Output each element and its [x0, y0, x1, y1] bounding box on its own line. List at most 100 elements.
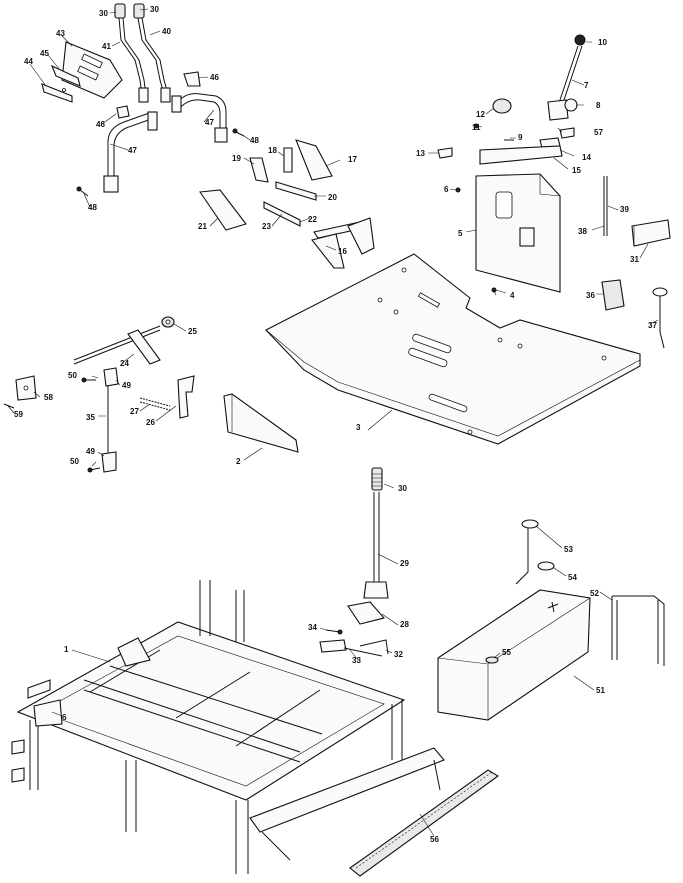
- arm-24: [127, 329, 161, 365]
- callout-47: 47: [128, 146, 137, 155]
- cap-55: [485, 656, 499, 664]
- callout-21: 21: [198, 222, 207, 231]
- callout-46: 46: [210, 73, 219, 82]
- callout-26: 26: [146, 418, 155, 427]
- pedal-pad-30-left: [114, 3, 126, 19]
- pad-36: [601, 279, 625, 311]
- callout-14: 14: [582, 153, 591, 162]
- callout-49: 49: [86, 447, 95, 456]
- clip-57: [559, 127, 575, 139]
- clip-13: [437, 147, 453, 159]
- callout-4: 4: [510, 291, 515, 300]
- pipe-47-right: [177, 93, 227, 130]
- bracket-46-top: [183, 71, 201, 87]
- callout-57: 57: [594, 128, 603, 137]
- callout-45: 45: [40, 49, 49, 58]
- callout-labels: 30 30 40 41 43 45 44 46 46 47 47 48 48 1…: [14, 5, 657, 844]
- nut-6: [455, 187, 461, 193]
- callout-12: 12: [476, 110, 485, 119]
- pedal-rod-40: [137, 17, 165, 95]
- knob-10: [574, 34, 586, 46]
- bolt-59: [3, 403, 15, 409]
- callout-36: 36: [586, 291, 595, 300]
- fuel-tank-group: [437, 519, 665, 721]
- strap-52: [612, 595, 665, 666]
- callout-16: 16: [338, 247, 347, 256]
- pedal-26: [177, 375, 195, 419]
- callout-55: 55: [502, 648, 511, 657]
- callout-7: 7: [584, 81, 589, 90]
- pedal-pad-30-right: [133, 3, 145, 19]
- callout-18: 18: [268, 146, 277, 155]
- callout-6: 6: [444, 185, 449, 194]
- cover-15: [479, 145, 563, 165]
- floor-plate-3: [265, 253, 641, 445]
- console-group: [437, 34, 671, 349]
- grip-30: [371, 467, 383, 491]
- support-bracket-2: [223, 393, 299, 453]
- bolt-48-right: [235, 131, 245, 137]
- strap-20: [275, 181, 317, 201]
- callout-29: 29: [400, 559, 409, 568]
- callout-23: 23: [262, 222, 271, 231]
- callout-48: 48: [250, 136, 259, 145]
- callout-30: 30: [99, 9, 108, 18]
- callout-33: 33: [352, 656, 361, 665]
- callout-32: 32: [394, 650, 403, 659]
- pedal-linkage-group: [41, 3, 245, 197]
- callout-6: 6: [62, 713, 67, 722]
- callout-38: 38: [578, 227, 587, 236]
- guard-21: [199, 189, 247, 231]
- pedal-rod-41: [118, 17, 143, 97]
- callout-19: 19: [232, 154, 241, 163]
- leader-lines: [7, 8, 659, 837]
- callout-56: 56: [430, 835, 439, 844]
- callout-3: 3: [356, 423, 361, 432]
- callout-53: 53: [564, 545, 573, 554]
- callout-48: 48: [88, 203, 97, 212]
- shift-rod-group: [319, 467, 389, 657]
- callout-11: 11: [472, 123, 481, 132]
- callout-47: 47: [205, 118, 214, 127]
- bracket-46-left: [116, 105, 130, 119]
- callout-50: 50: [70, 457, 79, 466]
- callout-9: 9: [518, 133, 523, 142]
- callout-52: 52: [590, 589, 599, 598]
- callout-51: 51: [596, 686, 605, 695]
- callout-15: 15: [572, 166, 581, 175]
- lever-33: [319, 639, 347, 653]
- callout-41: 41: [102, 42, 111, 51]
- callout-28: 28: [400, 620, 409, 629]
- callout-20: 20: [328, 193, 337, 202]
- strap-18: [283, 147, 293, 173]
- boot-12: [492, 98, 512, 114]
- callout-40: 40: [162, 27, 171, 36]
- callout-27: 27: [130, 407, 139, 416]
- callout-30: 30: [398, 484, 407, 493]
- frame-1: [11, 580, 445, 874]
- callout-2: 2: [236, 457, 241, 466]
- link-32: [359, 639, 389, 655]
- pipe-47-left: [107, 111, 153, 176]
- treadle-plate-43: [61, 41, 123, 99]
- guard-17: [295, 139, 333, 181]
- guard-bracket-group: [199, 139, 375, 269]
- callout-49: 49: [122, 381, 131, 390]
- callout-10: 10: [598, 38, 607, 47]
- callout-54: 54: [568, 573, 577, 582]
- callout-37: 37: [648, 321, 657, 330]
- bolt-48-left: [79, 189, 89, 197]
- callout-8: 8: [596, 101, 601, 110]
- bracket-16-left: [311, 233, 345, 269]
- callout-25: 25: [188, 327, 197, 336]
- callout-5: 5: [458, 229, 463, 238]
- callout-50: 50: [68, 371, 77, 380]
- shaft-24: [73, 325, 161, 361]
- pad-45: [50, 64, 81, 87]
- gasket-54: [537, 561, 555, 571]
- callout-17: 17: [348, 155, 357, 164]
- tread-strip-56: [349, 769, 499, 877]
- callout-39: 39: [620, 205, 629, 214]
- callout-22: 22: [308, 215, 317, 224]
